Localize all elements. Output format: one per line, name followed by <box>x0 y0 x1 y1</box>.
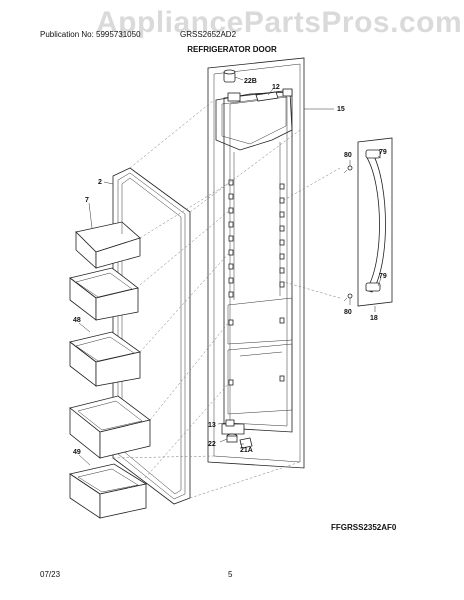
part-49-door-bin-lower <box>69 463 148 519</box>
publication-number: Publication No: 5995731050 <box>40 30 141 39</box>
page-title: REFRIGERATOR DOOR <box>187 45 277 54</box>
part-48-door-bin-lower <box>69 331 141 387</box>
leader-lines <box>78 76 382 466</box>
part-7-dairy-cover <box>75 221 141 269</box>
callout-7: 7 <box>85 197 89 204</box>
callout-79-top: 79 <box>379 149 387 156</box>
callout-48: 48 <box>73 317 81 324</box>
callout-80-bottom: 80 <box>344 309 352 316</box>
door-panel <box>207 57 305 469</box>
callout-80-top: 80 <box>344 152 352 159</box>
callout-13: 13 <box>208 422 216 429</box>
bin-mount-tabs <box>228 179 285 386</box>
page-number: 5 <box>228 570 233 579</box>
callout-21a: 21A <box>240 447 253 454</box>
part-49-door-bin-upper <box>69 395 151 459</box>
part-80-screws <box>343 165 353 302</box>
callout-79-bottom: 79 <box>379 273 387 280</box>
callout-2: 2 <box>98 179 102 186</box>
diagram-code: FFGRSS2352AF0 <box>331 523 397 532</box>
projection-lines <box>112 99 341 499</box>
callout-49: 49 <box>73 449 81 456</box>
watermark: AppliancePartsPros.com <box>96 6 463 39</box>
part-48-door-bin-upper <box>69 267 139 321</box>
footer-date: 07/23 <box>40 570 61 579</box>
callout-12: 12 <box>272 84 280 91</box>
callout-22b: 22B <box>244 78 257 85</box>
part-22b <box>223 69 236 83</box>
model-number: GRSS2652AD2 <box>180 30 237 39</box>
part-18-door-handle <box>357 137 393 307</box>
door-gasket <box>112 167 191 505</box>
callout-22: 22 <box>208 441 216 448</box>
callout-18: 18 <box>370 315 378 322</box>
callout-15: 15 <box>337 106 345 113</box>
part-12 <box>255 91 279 102</box>
